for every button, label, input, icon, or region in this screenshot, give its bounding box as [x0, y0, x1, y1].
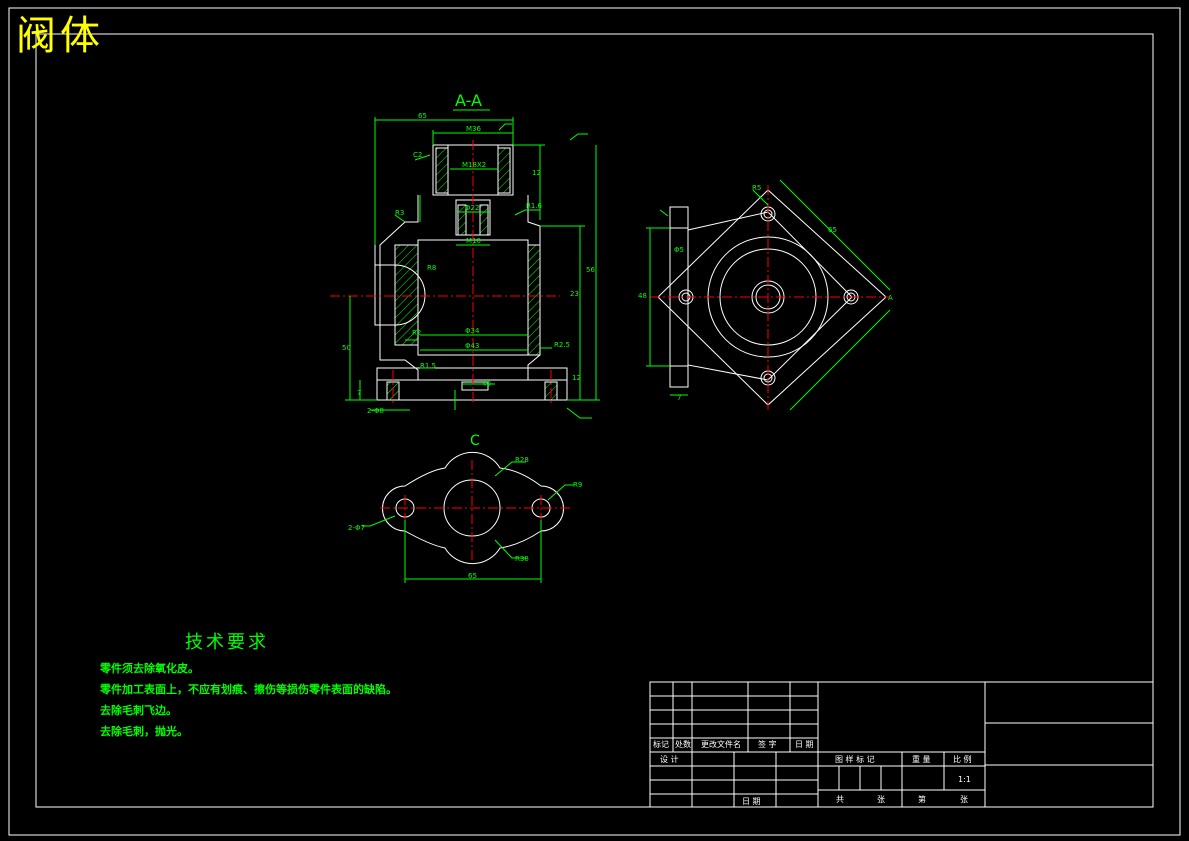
tb-signature: 签 字 [758, 739, 777, 749]
side-dimensions [646, 179, 891, 411]
dim-a2: M36 [466, 125, 481, 133]
dim-c4: 65 [468, 572, 477, 580]
dim-a1: 65 [418, 112, 427, 120]
outer-frame [8, 7, 1181, 836]
section-label: A-A [455, 91, 482, 110]
section-dim-text: 65 M36 M18X2 C2 R3 12 Φ22 M10 R1.6 R8 R2… [342, 112, 595, 415]
tb-sheet: 张 [960, 795, 968, 804]
dim-a11: R2 [412, 329, 421, 337]
dim-c1: R28 [515, 456, 529, 464]
tb-mark: 标记 [653, 739, 669, 749]
dim-a3: M18X2 [462, 161, 486, 169]
dim-a15: R2.5 [554, 341, 570, 349]
dim-a14: R1.5 [420, 362, 436, 370]
section-dimensions [345, 117, 600, 419]
requirement-item: 去除毛刺飞边。 [100, 704, 177, 717]
dim-c5: R38 [515, 555, 529, 563]
dim-a17: 23 [570, 290, 579, 298]
tb-check: 日 期 [742, 797, 761, 806]
detail-dimensions [362, 461, 574, 583]
dim-a20: 40 [482, 380, 491, 388]
detail-label: C [470, 433, 480, 449]
title-block-text: 标记 处数 更改文件名 签 字 日 期 设 计 日 期 图 样 标 记 重 量 … [653, 739, 972, 806]
dim-a18: 56 [586, 266, 595, 274]
side-dim-text: R5 65 Φ5 48 7 A [638, 184, 893, 402]
dim-a6: 12 [532, 169, 541, 177]
detail-dim-text: R28 R9 2-Φ7 65 R38 [348, 456, 582, 580]
dim-s5: 7 [677, 394, 681, 402]
detail-centerlines [380, 460, 570, 560]
tb-sheets: 张 [877, 795, 885, 804]
tb-design: 设 计 [660, 754, 679, 764]
title-block [649, 681, 1154, 808]
requirement-item: 去除毛刺，抛光。 [100, 725, 188, 738]
dim-s1: R5 [752, 184, 761, 192]
dim-s4: 48 [638, 292, 647, 300]
section-centerlines [330, 140, 560, 405]
section-view: A-A [374, 91, 568, 401]
dim-s2: 65 [828, 226, 837, 234]
tb-weight: 重 量 [912, 754, 931, 764]
dim-a19: 50 [342, 344, 351, 352]
dim-a5: R3 [395, 209, 404, 217]
tb-date: 日 期 [795, 740, 814, 749]
dim-c3: 2-Φ7 [348, 524, 365, 532]
dim-a4: C2 [413, 151, 422, 159]
side-centerlines [650, 185, 890, 410]
tb-stage-mark: 图 样 标 记 [835, 754, 875, 764]
tb-page: 第 [918, 794, 926, 804]
dim-a10: R8 [427, 264, 436, 272]
dim-a13: Φ43 [465, 342, 479, 350]
dim-s6: A [888, 294, 893, 302]
dim-a9: R1.6 [526, 202, 543, 210]
requirement-item: 零件加工表面上，不应有划痕、擦伤等损伤零件表面的缺陷。 [100, 683, 397, 696]
tb-count: 处数 [675, 739, 691, 749]
dim-a8: M10 [466, 237, 481, 245]
tb-scale: 比 例 [953, 754, 972, 764]
dim-a22: 7 [357, 389, 361, 397]
requirements-title: 技术要求 [185, 632, 269, 653]
dim-a12: Φ34 [465, 327, 480, 335]
dim-c2: R9 [573, 481, 582, 489]
dim-a16: 12 [572, 374, 581, 382]
requirement-item: 零件须去除氧化皮。 [100, 662, 199, 675]
drawing-title: 阀体 [16, 13, 104, 59]
tb-total: 共 [836, 795, 844, 804]
dim-a21: 2-Φ8 [367, 407, 384, 415]
detail-view: C [382, 433, 564, 565]
dim-s3: Φ5 [674, 246, 684, 254]
tb-change-doc: 更改文件名 [701, 739, 741, 749]
inner-frame [35, 33, 1154, 808]
dim-a7: Φ22 [465, 204, 479, 212]
tb-scale-value: 1:1 [958, 775, 971, 784]
